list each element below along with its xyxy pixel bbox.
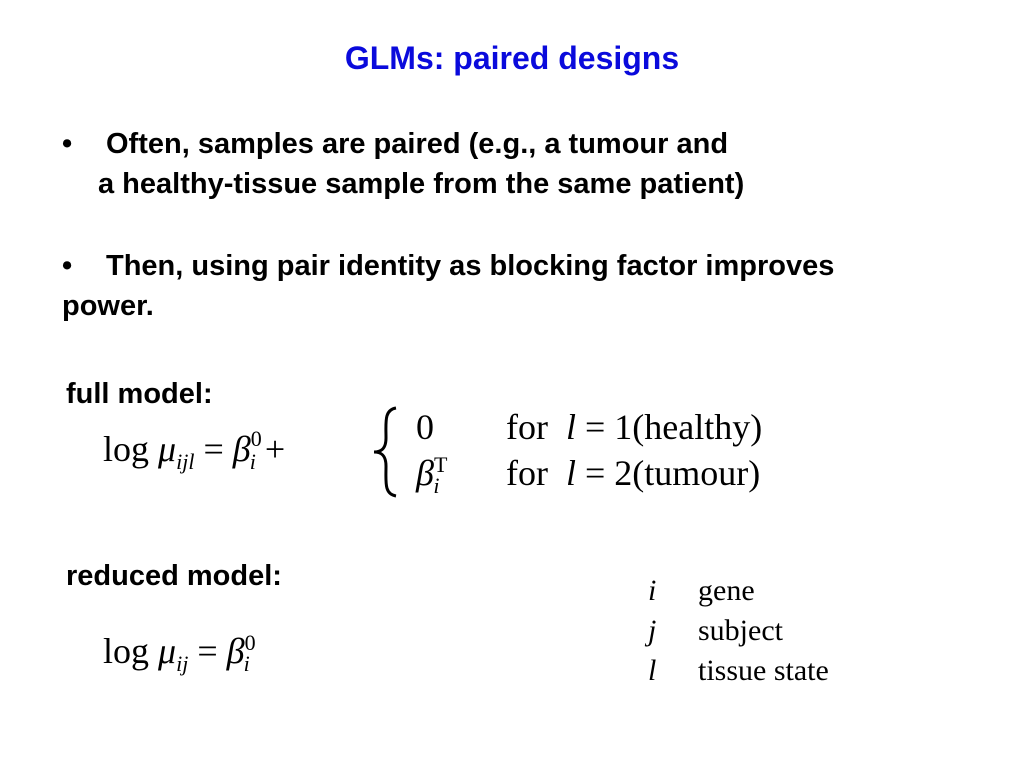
bullet-2-line-2: power. — [62, 290, 154, 322]
slide-title: GLMs: paired designs — [344, 40, 680, 76]
full-model-label: full model: — [66, 378, 213, 410]
legend-symbol: i — [648, 574, 657, 607]
legend-row: l tissue state — [648, 654, 829, 688]
legend-row: j subject — [648, 614, 783, 648]
legend-symbol: l — [648, 654, 657, 687]
bullet-1-line-2: a healthy-tissue sample from the same pa… — [98, 168, 745, 200]
legend-row: i gene — [648, 574, 755, 608]
left-brace-icon — [373, 406, 397, 498]
legend-meaning: gene — [698, 574, 755, 607]
reduced-model-label: reduced model: — [66, 560, 282, 592]
legend-meaning: subject — [698, 614, 783, 647]
case-1-condition: for l = 1(healthy) — [506, 407, 763, 447]
bullet-marker: • — [62, 250, 73, 282]
legend-meaning: tissue state — [698, 654, 829, 687]
case-1-value: 0 — [416, 407, 434, 447]
bullet-marker: • — [62, 128, 73, 160]
legend-symbol: j — [648, 614, 657, 647]
reduced-model-formula: log μij = β0i — [103, 630, 256, 677]
bullet-2-line-1: Then, using pair identity as blocking fa… — [106, 250, 835, 282]
bullet-1-line-1: Often, samples are paired (e.g., a tumou… — [106, 128, 729, 160]
full-model-lhs: log μijl = β0i + — [103, 426, 286, 475]
case-2-condition: for l = 2(tumour) — [506, 453, 761, 493]
case-2-value: βTi — [416, 452, 448, 499]
